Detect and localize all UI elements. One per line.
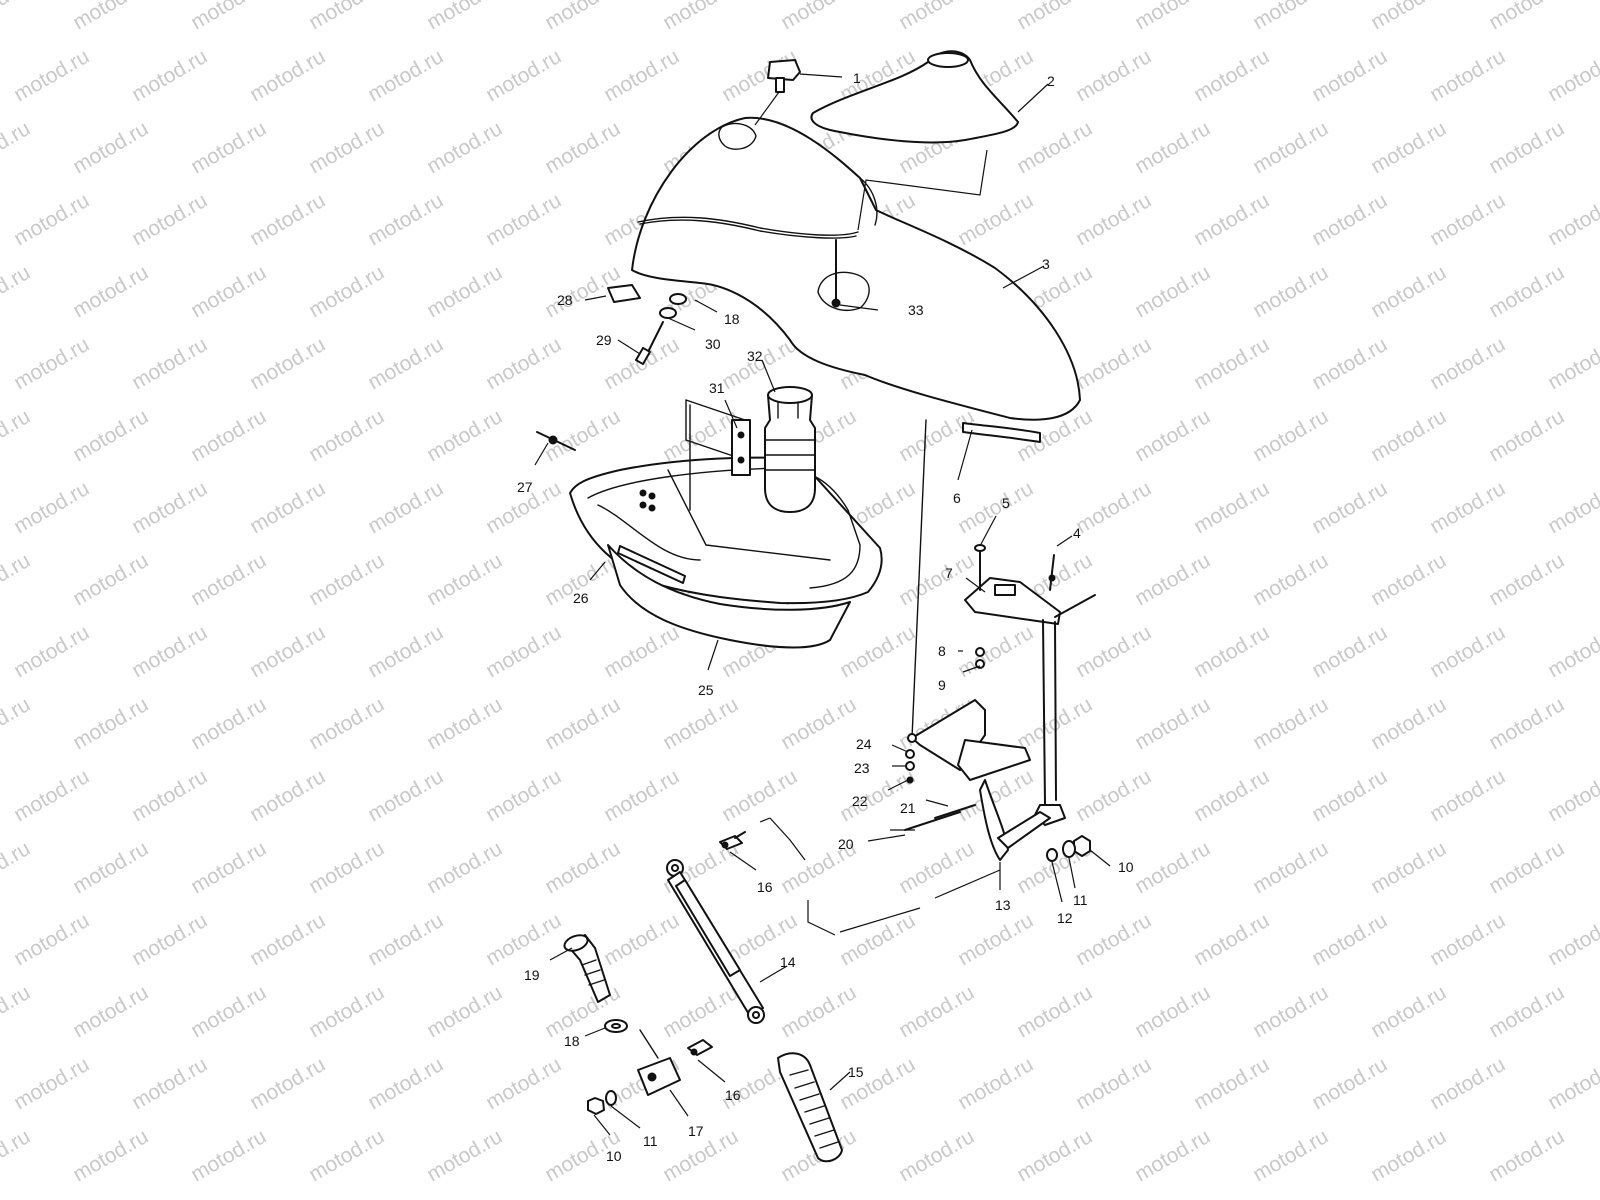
callout-21: 21 bbox=[900, 800, 916, 816]
callout-31: 31 bbox=[709, 380, 725, 396]
callout-24: 24 bbox=[856, 736, 872, 752]
callout-8: 8 bbox=[938, 643, 946, 659]
callout-20: 20 bbox=[838, 836, 854, 852]
callout-4: 4 bbox=[1073, 525, 1081, 541]
fasteners-left bbox=[607, 284, 687, 366]
bracket-lower-part bbox=[587, 1029, 681, 1115]
callout-2: 2 bbox=[1047, 73, 1055, 89]
callout-3: 3 bbox=[1042, 256, 1050, 272]
callout-5: 5 bbox=[1002, 495, 1010, 511]
callout-1: 1 bbox=[853, 70, 861, 86]
latch-assembly bbox=[904, 419, 1096, 861]
clip-part bbox=[754, 59, 801, 126]
callout-11-right: 11 bbox=[1073, 892, 1088, 908]
callout-22: 22 bbox=[852, 793, 868, 809]
callout-29: 29 bbox=[596, 332, 612, 348]
callout-18-lower: 18 bbox=[564, 1033, 580, 1049]
assembly-guide-lines bbox=[759, 817, 1001, 936]
callout-27: 27 bbox=[517, 479, 533, 495]
callout-18-upper: 18 bbox=[724, 311, 740, 327]
tray-part bbox=[569, 456, 883, 649]
callout-13: 13 bbox=[995, 897, 1011, 913]
callout-10-right: 10 bbox=[1118, 859, 1134, 875]
strip-part bbox=[962, 422, 1041, 443]
handle-pod-part bbox=[810, 50, 1019, 231]
spring-part bbox=[777, 1052, 843, 1163]
callout-25: 25 bbox=[698, 682, 714, 698]
nut-washer-right bbox=[1046, 835, 1091, 862]
callout-28: 28 bbox=[557, 292, 573, 308]
bolt-part bbox=[563, 934, 628, 1033]
callout-19: 19 bbox=[524, 967, 540, 983]
callout-26: 26 bbox=[573, 590, 589, 606]
callout-16-lower: 16 bbox=[725, 1087, 741, 1103]
callout-12: 12 bbox=[1057, 910, 1073, 926]
callout-leaders bbox=[534, 73, 1111, 1136]
cap-bracket-part bbox=[685, 386, 816, 513]
callout-15: 15 bbox=[848, 1064, 864, 1080]
callout-33: 33 bbox=[908, 302, 924, 318]
callout-30: 30 bbox=[705, 336, 721, 352]
callout-7: 7 bbox=[945, 565, 953, 581]
callout-11-left: 11 bbox=[643, 1133, 658, 1149]
callout-9: 9 bbox=[938, 677, 946, 693]
callout-17: 17 bbox=[688, 1123, 704, 1139]
callout-32: 32 bbox=[747, 348, 763, 364]
hood-part bbox=[631, 116, 1081, 421]
callout-6: 6 bbox=[953, 490, 961, 506]
callout-labels: 1 2 3 4 5 6 7 8 9 10 10 11 11 12 13 14 1… bbox=[517, 70, 1134, 1164]
callout-10-left: 10 bbox=[606, 1148, 622, 1164]
callout-16-upper: 16 bbox=[757, 879, 773, 895]
callout-23: 23 bbox=[854, 760, 870, 776]
screw-decal-part bbox=[817, 239, 870, 311]
damper-strut-part bbox=[666, 831, 765, 1056]
screw-27-part bbox=[536, 431, 576, 451]
callout-14: 14 bbox=[780, 954, 796, 970]
